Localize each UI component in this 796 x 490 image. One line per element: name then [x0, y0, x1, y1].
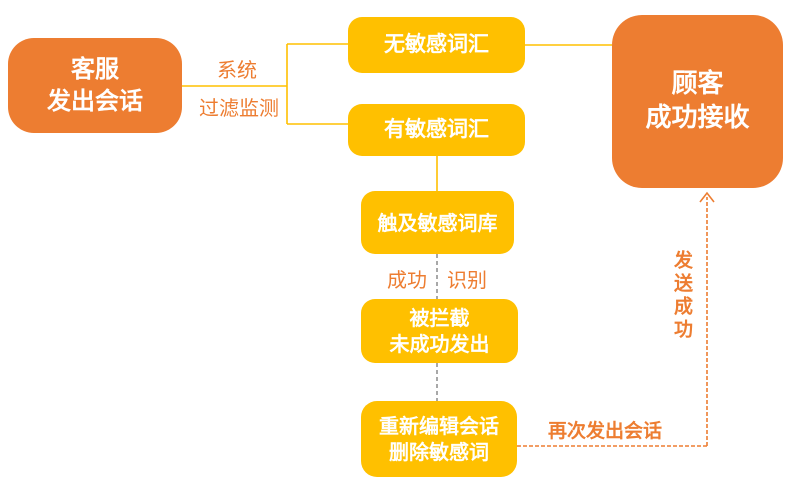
node-no-sensitive-words: 无敏感词汇: [348, 17, 525, 73]
edge-label-identify: 识别: [447, 268, 487, 292]
node-reedit-label-line2: 删除敏感词: [389, 440, 489, 464]
edge-label-filter-monitor: 过滤监测: [199, 96, 279, 120]
node-customer-receive: 顾客 成功接收: [612, 15, 783, 188]
node-start-label-line1: 客服: [71, 55, 119, 84]
node-receive-label-line2: 成功接收: [645, 102, 750, 133]
node-hit-sensitive-library: 触及敏感词库: [361, 191, 514, 254]
node-start: 客服 发出会话: [8, 38, 182, 133]
node-start-label-line2: 发出会话: [47, 86, 143, 115]
arrowhead-up-icon: [699, 191, 715, 203]
edge-label-success: 成功: [387, 268, 427, 292]
node-hit-library-label: 触及敏感词库: [377, 210, 498, 235]
node-blocked-label-line1: 被拦截: [409, 306, 470, 330]
edge-label-system: 系统: [217, 58, 257, 82]
node-reedit-conversation: 重新编辑会话 删除敏感词: [361, 401, 517, 477]
node-receive-label-line1: 顾客: [671, 68, 724, 99]
edge-label-send-success: 发送成功: [671, 250, 693, 342]
node-no-sensitive-label: 无敏感词汇: [384, 32, 489, 57]
node-reedit-label-line1: 重新编辑会话: [379, 414, 499, 438]
node-has-sensitive-words: 有敏感词汇: [348, 104, 525, 156]
node-has-sensitive-label: 有敏感词汇: [384, 117, 489, 142]
node-blocked-label-line2: 未成功发出: [389, 332, 490, 356]
node-blocked: 被拦截 未成功发出: [361, 299, 518, 363]
edge-label-resend: 再次发出会话: [547, 420, 662, 442]
